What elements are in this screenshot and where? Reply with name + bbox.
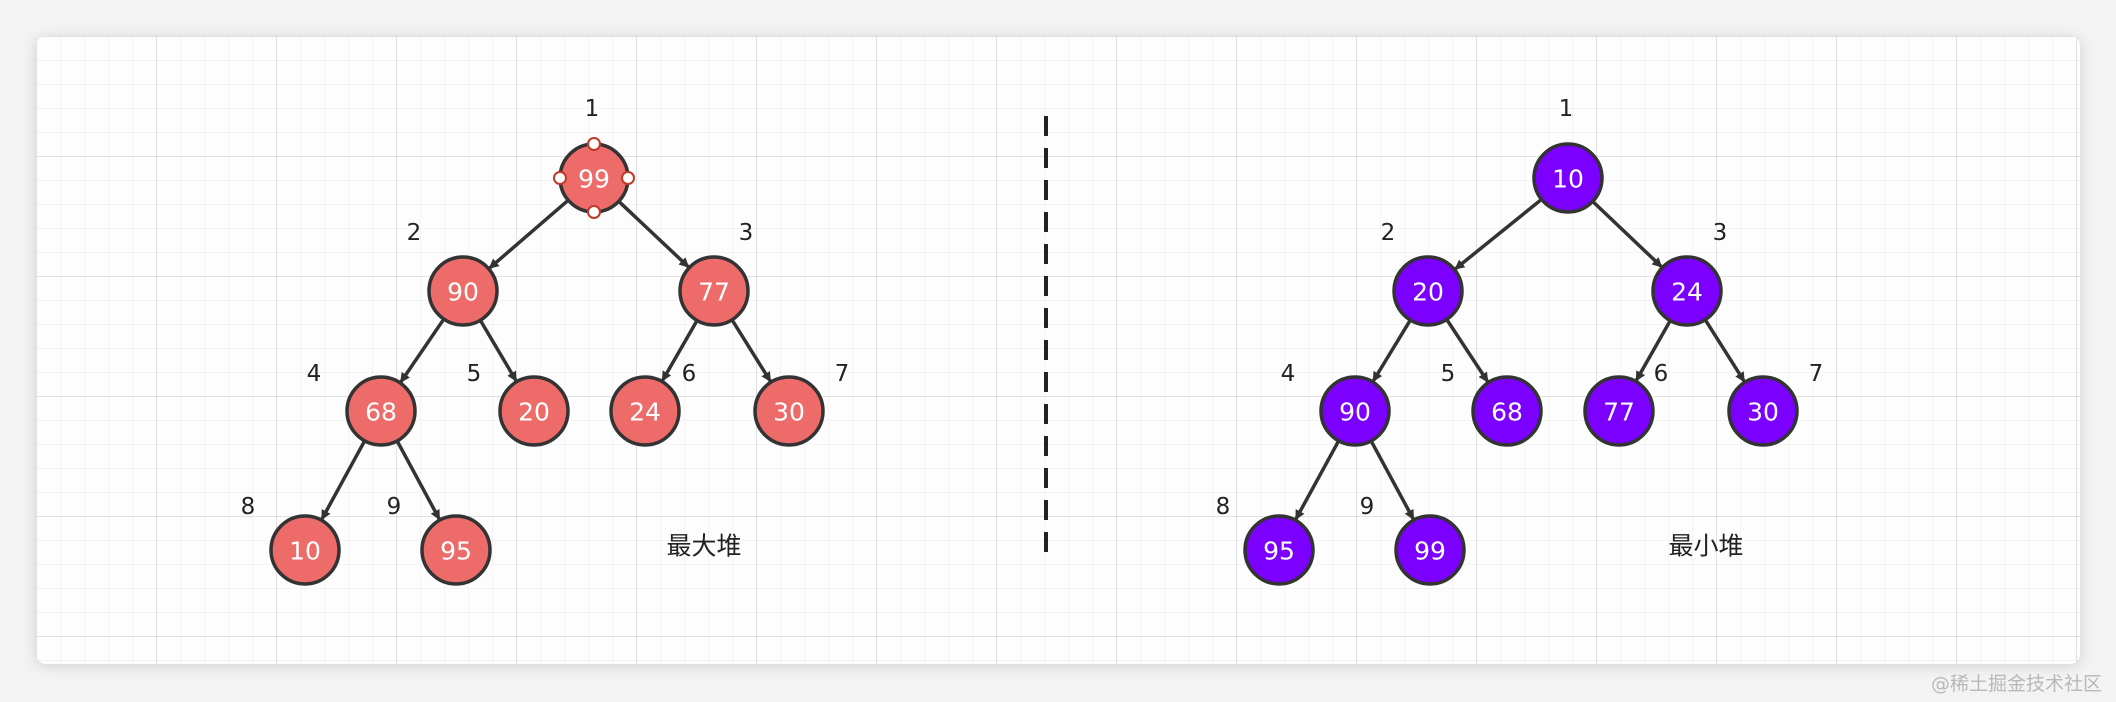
node-circle: [1392, 255, 1464, 327]
node-circle: [269, 514, 341, 586]
min-heap-caption: 最小堆: [1668, 532, 1743, 561]
node-index-label: 3: [739, 220, 754, 246]
node-index-label: 7: [1809, 361, 1824, 387]
watermark-text: @稀土掘金技术社区: [1930, 673, 2102, 695]
node-index-label: 7: [835, 361, 850, 387]
node-value: 30: [1747, 398, 1779, 427]
max-heap-node-5[interactable]: 20: [498, 375, 570, 447]
max-heap-node-6[interactable]: 24: [609, 375, 681, 447]
node-circle: [1651, 255, 1723, 327]
node-value: 90: [1339, 398, 1371, 427]
node-circle: [1727, 375, 1799, 447]
node-circle: [498, 375, 570, 447]
node-value: 30: [773, 398, 805, 427]
max-heap-node-4[interactable]: 68: [345, 375, 417, 447]
max-heap-edge-1-3: [617, 200, 690, 269]
node-value: 95: [1263, 537, 1295, 566]
min-heap-node-4[interactable]: 90: [1319, 375, 1391, 447]
node-value: 24: [1671, 278, 1703, 307]
min-heap-node-3[interactable]: 24: [1651, 255, 1723, 327]
node-circle: [1243, 514, 1315, 586]
max-heap-edge-2-5: [478, 319, 518, 382]
node-index-label: 9: [1360, 494, 1375, 520]
selection-handle[interactable]: [621, 171, 635, 185]
node-index-label: 5: [467, 361, 482, 387]
node-index-label: 8: [1216, 494, 1231, 520]
node-index-label: 1: [585, 96, 600, 122]
node-value: 95: [440, 537, 472, 566]
min-heap-node-2[interactable]: 20: [1392, 255, 1464, 327]
min-heap-edge-1-3: [1591, 200, 1663, 269]
max-heap-node-8[interactable]: 10: [269, 514, 341, 586]
max-heap-edge-2-4: [399, 318, 446, 384]
node-circle: [1471, 375, 1543, 447]
min-heap-edge-4-8: [1294, 439, 1341, 521]
min-heap-edge-3-6: [1634, 319, 1672, 382]
node-circle: [678, 255, 750, 327]
max-heap-caption: 最大堆: [666, 532, 741, 561]
node-index-label: 8: [241, 494, 256, 520]
max-heap-node-7[interactable]: 30: [753, 375, 825, 447]
node-value: 99: [578, 165, 610, 194]
node-index-label: 1: [1559, 96, 1574, 122]
node-index-label: 6: [682, 361, 697, 387]
node-value: 77: [1603, 398, 1635, 427]
min-heap-edge-1-2: [1454, 197, 1543, 271]
node-circle: [345, 375, 417, 447]
min-heap-edge-2-4: [1371, 319, 1412, 383]
max-heap-node-1[interactable]: 99: [558, 142, 630, 214]
min-heap-node-7[interactable]: 30: [1727, 375, 1799, 447]
node-index-label: 3: [1713, 220, 1728, 246]
node-index-label: 9: [387, 494, 402, 520]
node-circle: [753, 375, 825, 447]
node-value: 20: [518, 398, 550, 427]
min-heap-node-9[interactable]: 99: [1394, 514, 1466, 586]
node-value: 68: [1491, 398, 1523, 427]
node-value: 99: [1414, 537, 1446, 566]
node-index-label: 2: [1381, 220, 1396, 246]
min-heap-node-5[interactable]: 68: [1471, 375, 1543, 447]
min-heap-edge-4-9: [1369, 440, 1415, 521]
selection-handle[interactable]: [587, 137, 601, 151]
node-value: 90: [447, 278, 479, 307]
max-heap-edge-3-6: [660, 319, 699, 382]
node-value: 10: [1552, 165, 1584, 194]
max-heap-node-3[interactable]: 77: [678, 255, 750, 327]
selection-handle[interactable]: [553, 171, 567, 185]
node-index-label: 2: [407, 220, 422, 246]
node-circle: [1394, 514, 1466, 586]
node-circle: [1532, 142, 1604, 214]
node-circle: [1583, 375, 1655, 447]
node-index-label: 4: [1281, 361, 1296, 387]
captions-layer: 最大堆 最小堆: [666, 532, 1743, 561]
node-value: 77: [698, 278, 730, 307]
min-heap-node-6[interactable]: 77: [1583, 375, 1655, 447]
selection-handle[interactable]: [587, 205, 601, 219]
min-heap-edge-3-7: [1703, 318, 1746, 383]
edges-layer: [320, 197, 1746, 521]
max-heap-edge-4-9: [395, 440, 441, 521]
min-heap-edge-2-5: [1445, 318, 1490, 383]
node-value: 24: [629, 398, 661, 427]
nodes-layer: 9919027736842052463071089591012022439046…: [241, 96, 1824, 586]
node-index-label: 5: [1441, 361, 1456, 387]
max-heap-edge-1-2: [488, 198, 570, 270]
node-circle: [609, 375, 681, 447]
max-heap-edge-3-7: [730, 318, 772, 383]
node-index-label: 4: [307, 361, 322, 387]
max-heap-edge-4-8: [320, 439, 367, 521]
node-circle: [420, 514, 492, 586]
min-heap-node-1[interactable]: 10: [1532, 142, 1604, 214]
node-circle: [427, 255, 499, 327]
diagram-canvas: [36, 36, 2080, 664]
node-circle: [1319, 375, 1391, 447]
min-heap-node-8[interactable]: 95: [1243, 514, 1315, 586]
node-value: 20: [1412, 278, 1444, 307]
max-heap-node-2[interactable]: 90: [427, 255, 499, 327]
max-heap-node-9[interactable]: 95: [420, 514, 492, 586]
node-index-label: 6: [1654, 361, 1669, 387]
node-value: 68: [365, 398, 397, 427]
node-value: 10: [289, 537, 321, 566]
